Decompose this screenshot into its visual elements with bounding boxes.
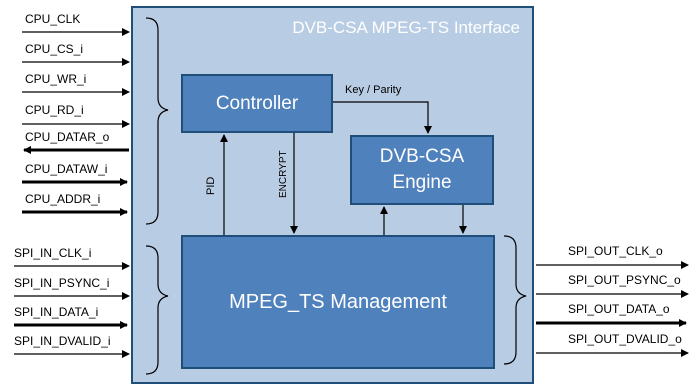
spi-out-brace xyxy=(503,235,527,365)
key-parity-label: Key / Parity xyxy=(345,84,402,96)
spi-in-port-label: SPI_IN_PSYNC_i xyxy=(14,276,110,290)
spi-out-port-label: SPI_OUT_CLK_o xyxy=(568,244,663,258)
spi-out-port-label: SPI_OUT_DATA_o xyxy=(568,302,670,316)
cpu-brace xyxy=(145,17,169,225)
dvb-csa-engine-block: DVB-CSA Engine xyxy=(350,135,494,205)
spi-in-port-label: SPI_IN_DATA_i xyxy=(14,305,99,319)
cpu-port-label: CPU_CS_i xyxy=(25,42,84,56)
spi-in-port-label: SPI_IN_CLK_i xyxy=(14,246,92,260)
mpeg-ts-management-block: MPEG_TS Management xyxy=(181,235,495,369)
spi-out-port-label: SPI_OUT_DVALID_o xyxy=(568,332,682,346)
spi-in-port-label: SPI_IN_DVALID_i xyxy=(14,334,111,348)
pid-label: PID xyxy=(205,177,217,195)
management-label: MPEG_TS Management xyxy=(229,290,447,313)
controller-block: Controller xyxy=(181,74,333,133)
cpu-port-label: CPU_RD_i xyxy=(25,103,84,117)
encrypt-label: ENCRYPT xyxy=(278,150,289,198)
engine-label-line1: DVB-CSA xyxy=(379,146,465,167)
spi-out-port-label: SPI_OUT_PSYNC_o xyxy=(568,273,681,287)
cpu-port-label: CPU_ADDR_i xyxy=(25,192,101,206)
spi-in-brace xyxy=(145,245,169,375)
cpu-port-label: CPU_CLK xyxy=(25,12,81,26)
interface-title: DVB-CSA MPEG-TS Interface xyxy=(292,18,520,37)
cpu-port-label: CPU_DATAW_i xyxy=(25,162,108,176)
engine-label-line2: Engine xyxy=(392,172,452,193)
cpu-port-label: CPU_WR_i xyxy=(25,72,87,86)
controller-label: Controller xyxy=(215,92,299,114)
cpu-port-label: CPU_DATAR_o xyxy=(25,130,110,144)
key-parity-arrow xyxy=(333,101,432,134)
